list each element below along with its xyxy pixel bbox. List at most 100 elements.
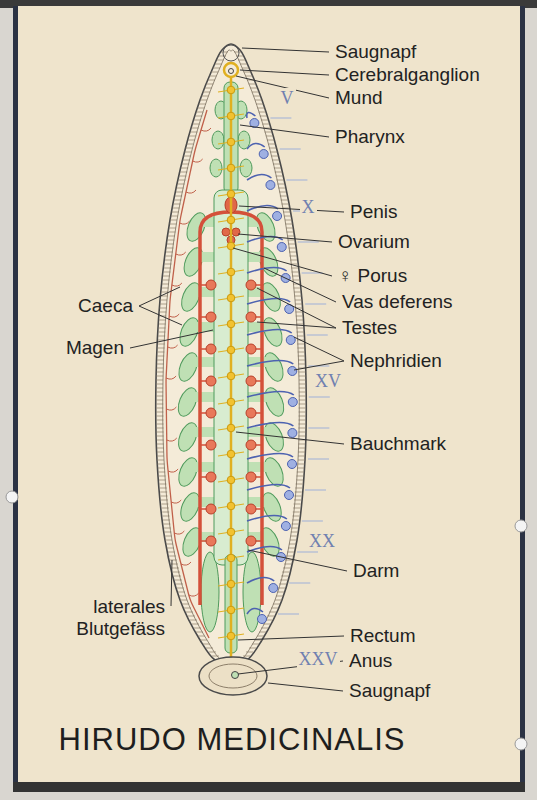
leader-line (238, 234, 332, 242)
annulus (210, 76, 217, 77)
nephridium-duct (247, 143, 265, 149)
vessel-branch (201, 128, 211, 131)
testis (206, 344, 216, 354)
pin (6, 491, 18, 503)
annulus (199, 104, 206, 105)
leader-line (171, 560, 172, 606)
ganglion (227, 476, 235, 484)
annulus (190, 132, 197, 133)
annulus (172, 212, 179, 213)
part-label: Ovarium (336, 231, 412, 253)
annulus (156, 380, 163, 381)
annulus (298, 464, 305, 465)
testis (206, 312, 216, 322)
annulus (267, 140, 274, 141)
nephridium-duct (247, 422, 293, 428)
part-label: Nephridien (348, 350, 444, 372)
annulus (272, 160, 279, 161)
annulus (160, 300, 167, 301)
poster-edge (520, 6, 525, 784)
testis (246, 376, 256, 386)
annulus (160, 308, 167, 309)
ganglion (227, 86, 235, 94)
annulus (180, 600, 187, 601)
pharynx-lobe (210, 159, 222, 177)
annulus (162, 288, 169, 289)
annulus (188, 140, 195, 141)
posterior-sucker (199, 657, 267, 695)
ganglion (227, 580, 235, 588)
ganglion (227, 294, 235, 302)
annulus (271, 156, 278, 157)
bottom-bar (13, 782, 525, 792)
annulus (299, 376, 306, 377)
annulus (200, 100, 207, 101)
annulus (298, 456, 305, 457)
annulus (156, 392, 163, 393)
testis (206, 504, 216, 514)
poster-edge (13, 6, 18, 784)
ganglion (227, 216, 235, 224)
nephridium (269, 584, 278, 593)
leader-line (240, 70, 329, 75)
annulus (295, 296, 302, 297)
annulus (260, 116, 267, 117)
segment-mark (297, 552, 318, 553)
segment-mark (308, 428, 329, 429)
annulus (299, 408, 306, 409)
leader-line (294, 337, 344, 361)
poster-sheet (16, 6, 522, 784)
part-label: Vas deferens (340, 291, 455, 313)
nephridium (285, 491, 294, 500)
nephridium (258, 615, 267, 624)
segment-number: X (300, 197, 317, 218)
segment-mark (280, 149, 301, 150)
ganglion (227, 528, 235, 536)
vessel-branch (176, 252, 186, 255)
leader-line (294, 361, 344, 370)
segment-mark (270, 118, 291, 119)
annulus (256, 104, 263, 105)
annulus (182, 164, 189, 165)
annulus (187, 144, 194, 145)
testis (206, 408, 216, 418)
part-label: Rectum (348, 625, 417, 647)
leader-line (248, 550, 347, 571)
annulus (179, 596, 186, 597)
nephridium-duct (247, 360, 293, 366)
annulus (288, 548, 295, 549)
annulus (215, 64, 222, 65)
segment-mark (308, 459, 329, 460)
vessel-branch (168, 345, 178, 348)
annulus (298, 360, 305, 361)
annulus (186, 148, 193, 149)
ganglion (227, 112, 235, 120)
nephridium-duct (247, 608, 263, 614)
vessel-branch (181, 562, 191, 565)
segment-number: V (279, 88, 296, 109)
ovary (232, 228, 240, 236)
annulus (296, 320, 303, 321)
annulus (156, 384, 163, 385)
annulus (296, 316, 303, 317)
annulus (245, 76, 252, 77)
annulus (294, 292, 301, 293)
annulus (159, 476, 166, 477)
annulus (213, 68, 220, 69)
annulus (265, 132, 272, 133)
annulus (165, 536, 172, 537)
annulus (157, 452, 164, 453)
annulus (297, 472, 304, 473)
leader-line (257, 322, 336, 328)
annulus (291, 532, 298, 533)
annulus (284, 216, 291, 217)
annulus (299, 392, 306, 393)
annulus (157, 360, 164, 361)
annulus (156, 388, 163, 389)
ovary (222, 228, 230, 236)
annulus (289, 544, 296, 545)
annulus (252, 92, 259, 93)
lateral-vessel (166, 110, 209, 638)
annulus (273, 604, 280, 605)
